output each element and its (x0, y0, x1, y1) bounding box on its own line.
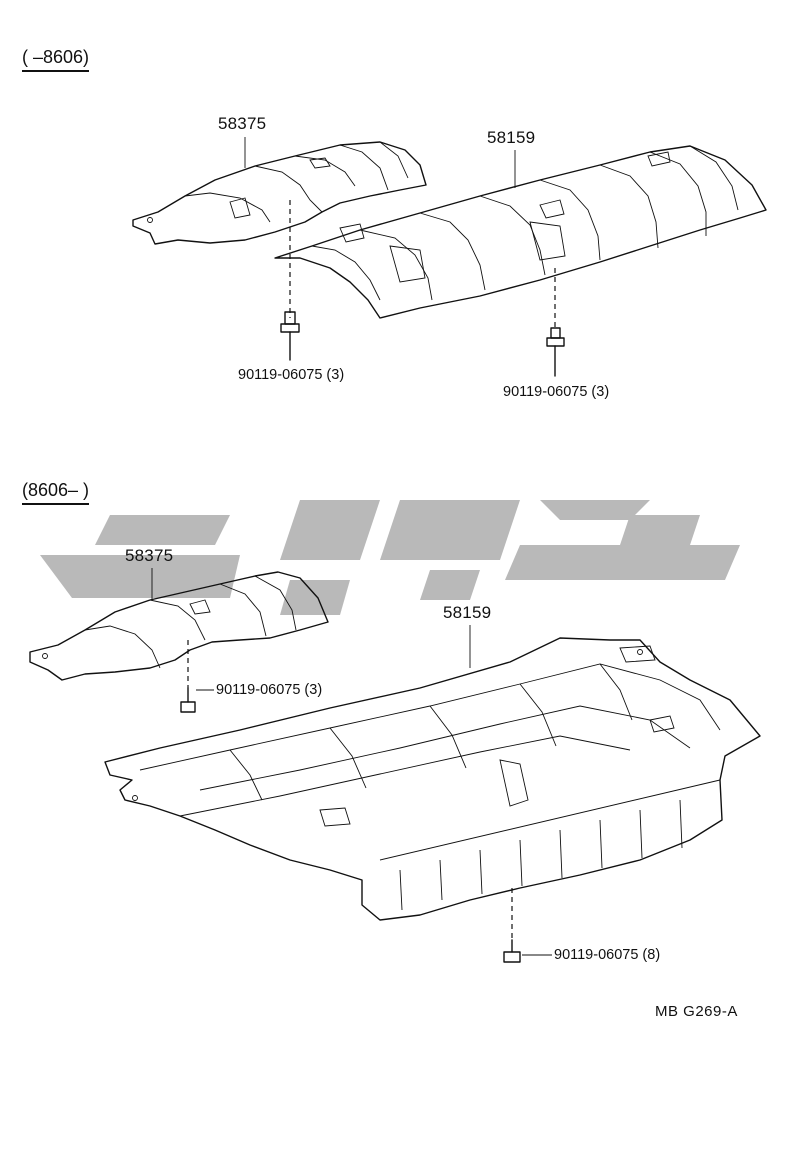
bottom-part-58375-label: 58375 (125, 546, 174, 565)
top-bolt-a (280, 311, 300, 361)
bottom-bolt-b-label: 90119-06075 (8) (554, 947, 661, 963)
watermark-logo (40, 500, 740, 615)
top-part-58159-label: 58159 (487, 128, 536, 147)
bottom-insulator-58375 (29, 571, 329, 681)
bottom-bolt-b (503, 939, 521, 963)
bottom-part-58159-label: 58159 (443, 603, 492, 622)
bottom-section-range: (8606– ) (22, 480, 90, 505)
top-section-range: ( –8606) (22, 47, 90, 72)
bottom-insulator-58159 (104, 637, 761, 921)
top-insulator-58375 (132, 141, 427, 245)
top-bolt-b-label: 90119-06075 (3) (503, 384, 610, 400)
figure-reference: MB G269-A (655, 1003, 738, 1020)
top-bolt-b (546, 327, 565, 377)
top-insulator-58159 (274, 145, 767, 319)
bottom-bolt-a (180, 687, 196, 713)
top-part-58375-label: 58375 (218, 114, 267, 133)
bottom-bolt-a-label: 90119-06075 (3) (216, 682, 323, 698)
top-bolt-a-label: 90119-06075 (3) (238, 367, 345, 383)
